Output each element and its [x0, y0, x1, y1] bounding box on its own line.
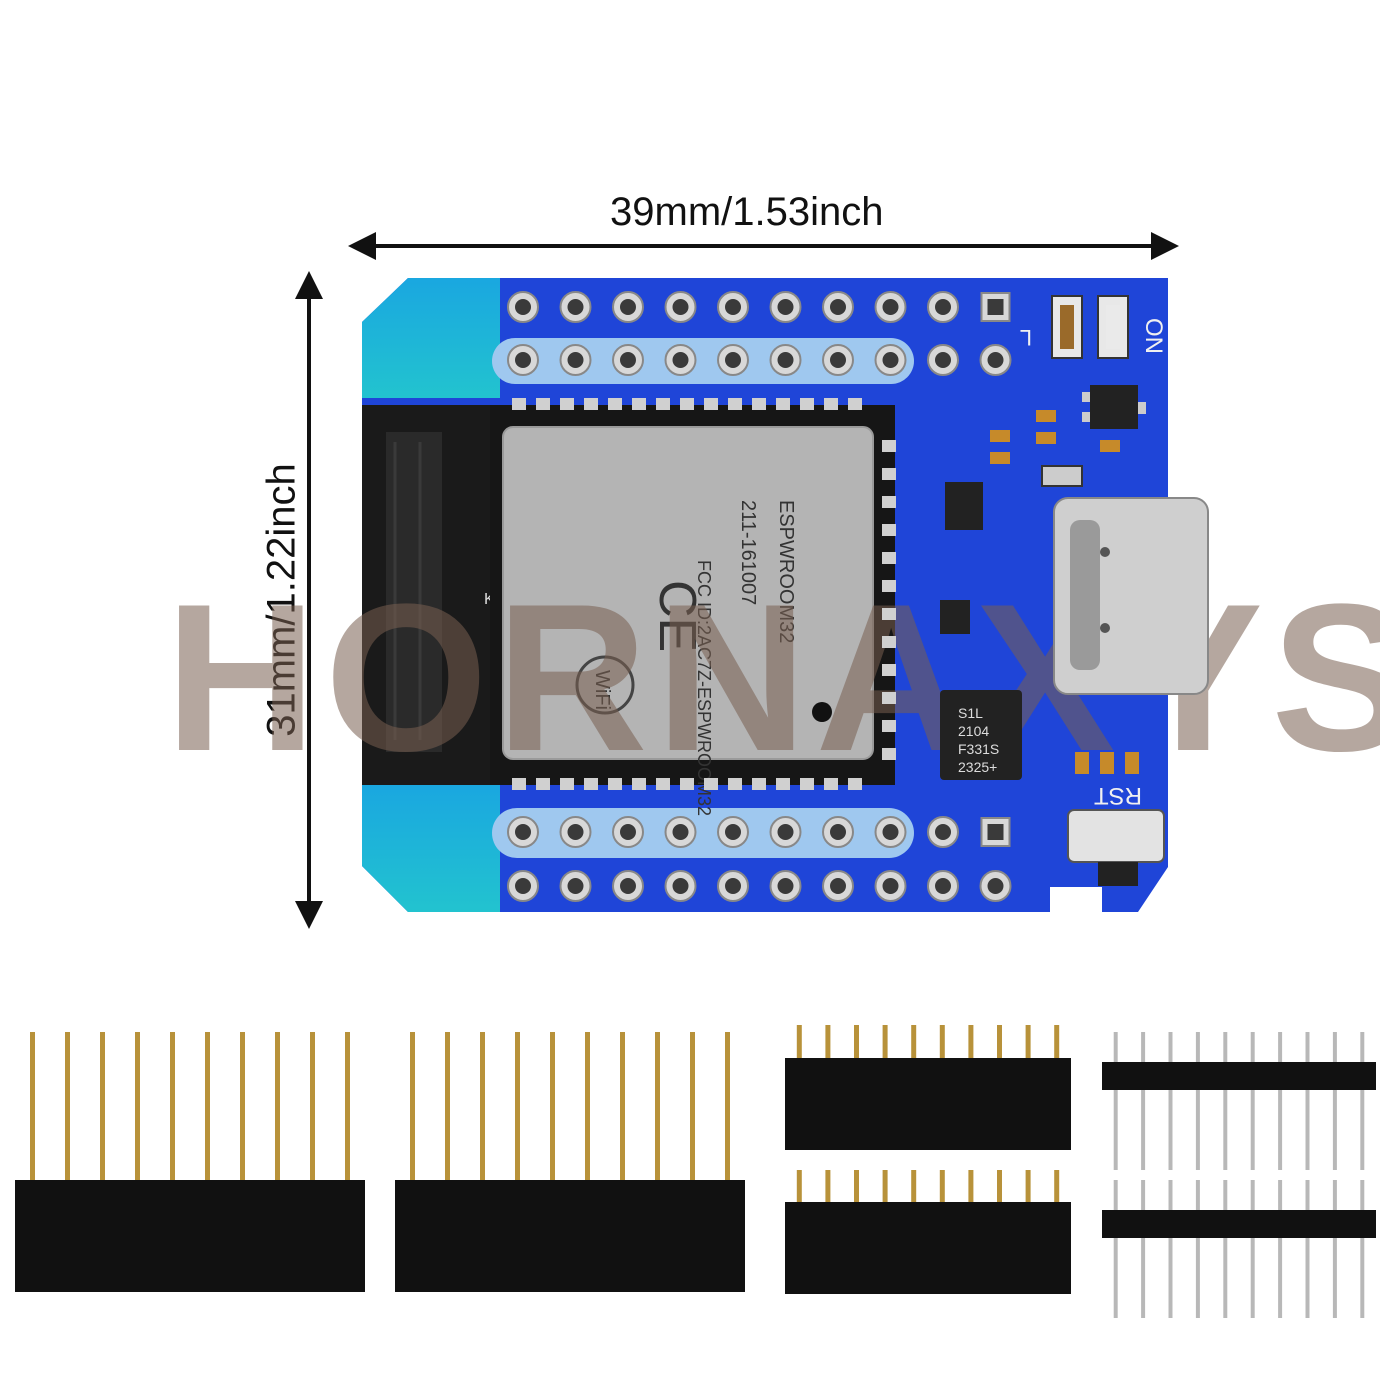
pin-headers [15, 1025, 1376, 1318]
regulator-chip [1082, 385, 1146, 429]
module-code: 211-161007 [737, 500, 759, 605]
module-model: ESPWROOM32 [775, 500, 797, 643]
ce-mark: CE [648, 580, 706, 652]
esp32-shield [503, 427, 873, 759]
chip-line-4: 2325+ [958, 759, 997, 775]
module-fcc: FCC ID:2AC7Z-ESPWROOM32 [694, 560, 714, 816]
resistor-array [1075, 752, 1139, 774]
silk-l: L [1020, 325, 1032, 350]
small-chip-2 [940, 600, 970, 634]
usb-c-port [1053, 497, 1209, 695]
led-l [1051, 295, 1083, 359]
fuse [1041, 465, 1083, 487]
led-on [1097, 295, 1129, 359]
silk-rst: RST [1094, 782, 1142, 809]
cp2104-chip: S1L 2104 F331S 2325+ [940, 690, 1022, 780]
chip-line-3: F331S [958, 741, 999, 757]
reset-button [1067, 809, 1165, 886]
smd-caps [990, 410, 1120, 464]
module-castellated-pads [512, 398, 896, 790]
chip-line-2: 2104 [958, 723, 989, 739]
pin-row-bottom-outer [507, 870, 1012, 902]
small-chip-1 [945, 482, 983, 530]
module-label-k: K [484, 591, 495, 608]
wifi-text: WiFi [591, 670, 613, 710]
pin1-dot [812, 702, 832, 722]
wifi-logo-icon [575, 655, 635, 715]
width-dimension-label: 39mm/1.53inch [610, 190, 884, 234]
pin-row-top-inner [507, 344, 1012, 376]
pin-row-top-outer [507, 291, 1011, 323]
pin-row-bottom-inner [507, 816, 1011, 848]
chip-line-1: S1L [958, 705, 983, 721]
silk-on: ON [1140, 318, 1167, 354]
